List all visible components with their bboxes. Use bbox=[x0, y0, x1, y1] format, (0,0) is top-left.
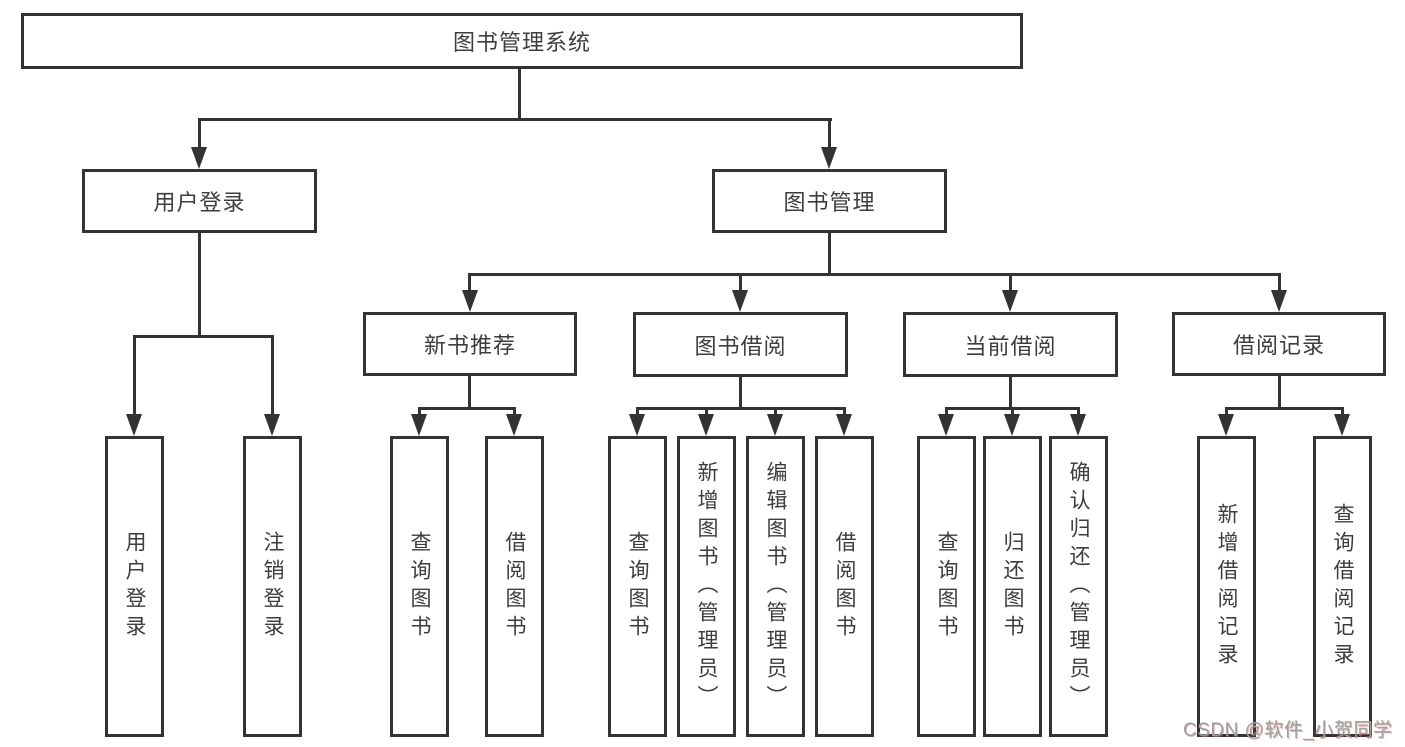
node-cb-confirm-return-admin: 确认归还（管理员） bbox=[1049, 436, 1108, 737]
edge-drop-cb-return bbox=[1011, 407, 1014, 416]
edge-borrowrecords-rail bbox=[1225, 407, 1344, 410]
edge-drop-new-book-recommend bbox=[468, 273, 471, 292]
arrow-down-icon bbox=[1334, 414, 1350, 436]
edge-drop-br-query bbox=[1341, 407, 1344, 416]
node-cb-return-books: 归还图书 bbox=[983, 436, 1042, 737]
node-rec-query-books: 查询图书 bbox=[390, 436, 449, 737]
edge-drop-bb-query bbox=[636, 407, 639, 416]
edge-borrowrecords-stem bbox=[1278, 376, 1281, 407]
edge-drop-cb-confirm bbox=[1077, 407, 1080, 416]
node-bb-query-books: 查询图书 bbox=[608, 436, 667, 737]
arrow-down-icon bbox=[767, 414, 783, 436]
node-br-query-record: 查询借阅记录 bbox=[1313, 436, 1372, 737]
edge-userlogin-rail bbox=[133, 335, 274, 338]
edge-drop-rec-borrow bbox=[513, 407, 516, 416]
node-rec-borrow-books: 借阅图书 bbox=[485, 436, 544, 737]
arrow-down-icon bbox=[732, 290, 748, 312]
arrow-down-icon bbox=[411, 414, 427, 436]
arrow-down-icon bbox=[126, 414, 142, 436]
arrow-down-icon bbox=[1070, 414, 1086, 436]
arrow-down-icon bbox=[821, 147, 837, 169]
node-bb-add-books-admin: 新增图书（管理员） bbox=[677, 436, 736, 737]
edge-drop-br-add bbox=[1225, 407, 1228, 416]
node-book-management: 图书管理 bbox=[712, 169, 947, 233]
arrow-down-icon bbox=[938, 414, 954, 436]
edge-drop-borrow-records bbox=[1278, 273, 1281, 292]
arrow-down-icon bbox=[698, 414, 714, 436]
node-bb-borrow-books: 借阅图书 bbox=[815, 436, 874, 737]
node-cb-query-books: 查询图书 bbox=[917, 436, 976, 737]
node-logout: 注销登录 bbox=[243, 436, 302, 737]
watermark: CSDN @软件_小贺同学 bbox=[1183, 720, 1393, 741]
edge-bookborrow-stem bbox=[739, 377, 742, 407]
node-borrow-records: 借阅记录 bbox=[1172, 312, 1386, 376]
edge-drop-rec-query bbox=[418, 407, 421, 416]
node-login: 用户登录 bbox=[105, 436, 164, 737]
edge-drop-bb-borrow bbox=[843, 407, 846, 416]
edge-bookmgmt-stem bbox=[828, 233, 831, 273]
edge-root-stem bbox=[518, 69, 521, 119]
edge-recommend-stem bbox=[468, 376, 471, 407]
edge-drop-book-borrow bbox=[739, 273, 742, 292]
edge-drop-logout bbox=[271, 335, 274, 416]
node-bb-edit-books-admin: 编辑图书（管理员） bbox=[746, 436, 805, 737]
edge-userlogin-stem bbox=[198, 233, 201, 335]
edge-drop-bb-add bbox=[705, 407, 708, 416]
node-root: 图书管理系统 bbox=[21, 13, 1023, 69]
edge-drop-bb-edit bbox=[774, 407, 777, 416]
edge-currentborrow-stem bbox=[1009, 377, 1012, 408]
edge-drop-cb-query bbox=[945, 407, 948, 416]
edge-bookborrow-rail bbox=[636, 407, 845, 410]
node-book-borrow: 图书借阅 bbox=[633, 312, 848, 377]
arrow-down-icon bbox=[506, 414, 522, 436]
edge-drop-book-management bbox=[828, 118, 831, 150]
edge-drop-user-login bbox=[198, 118, 201, 150]
arrow-down-icon bbox=[1271, 290, 1287, 312]
arrow-down-icon bbox=[629, 414, 645, 436]
edge-drop-current-borrow bbox=[1009, 273, 1012, 292]
node-current-borrow: 当前借阅 bbox=[903, 312, 1118, 377]
arrow-down-icon bbox=[1218, 414, 1234, 436]
edge-bookmgmt-rail bbox=[468, 273, 1281, 276]
edge-recommend-rail bbox=[418, 407, 516, 410]
node-new-book-recommend: 新书推荐 bbox=[363, 312, 577, 376]
arrow-down-icon bbox=[836, 414, 852, 436]
arrow-down-icon bbox=[1004, 414, 1020, 436]
arrow-down-icon bbox=[264, 414, 280, 436]
node-br-add-record: 新增借阅记录 bbox=[1197, 436, 1256, 737]
edge-root-rail bbox=[198, 118, 832, 121]
node-user-login: 用户登录 bbox=[82, 169, 317, 233]
arrow-down-icon bbox=[462, 290, 478, 312]
edge-drop-login bbox=[133, 335, 136, 416]
arrow-down-icon bbox=[1002, 290, 1018, 312]
arrow-down-icon bbox=[191, 147, 207, 169]
